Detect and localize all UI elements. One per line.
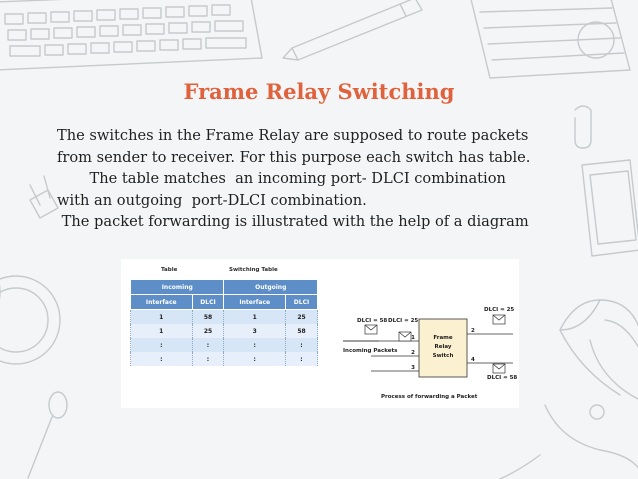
switch-label: Relay [435,344,452,350]
table-row: : : : : [130,352,318,366]
frame-relay-switch-box [418,318,468,378]
packet-envelope-icon [492,363,506,374]
table-cell: 1 [130,309,193,324]
table-cell: : [223,338,287,352]
forwarding-diagram: Frame Relay Switch 1 2 3 2 4 [343,307,517,400]
table-cell: 58 [191,309,225,324]
table-row: 1 25 3 58 [130,324,318,338]
body-line: The table matches an incoming port- DLCI… [57,170,506,187]
body-line: The packet forwarding is illustrated wit… [57,213,529,230]
column-header: Interface [130,294,193,310]
keyboard-icon [0,0,263,71]
switching-table-caption: Switching Table [229,267,278,273]
table-column-header-row: Interface DLCI Interface DLCI [130,294,318,310]
switch-label: Switch [433,353,454,359]
notebook-icon [470,0,631,79]
packet-envelope-icon [364,324,378,335]
dlci-label: DLCI = 58 [357,318,387,324]
spoon-icon [27,391,68,479]
coffee-cup-icon [0,275,61,365]
table-cell: 58 [285,324,318,338]
port-label: 2 [471,328,475,334]
body-line: from sender to receiver. For this purpos… [57,148,531,166]
dlci-label: DLCI = 58 [487,375,517,381]
table-cell: 25 [191,324,225,338]
table-cell: : [223,352,287,366]
table-cell: : [191,352,225,366]
switch-label: Frame [433,335,453,341]
phone-icon [581,159,638,257]
table-caption: Table [161,267,178,273]
earphones-icon [499,404,638,479]
table-cell: 25 [285,309,318,324]
column-header: DLCI [285,294,318,310]
column-header: DLCI [191,294,225,310]
table-cell: 1 [223,309,287,324]
body-line: The switches in the Frame Relay are supp… [57,127,529,144]
pen-icon [282,0,423,61]
paperclip-icon [574,105,592,149]
port-label: 2 [411,350,415,356]
table-cell: : [285,338,318,352]
dlci-label: DLCI = 25 [484,307,514,313]
diagram-caption: Process of forwarding a Packet [381,394,478,400]
table-cell: : [191,338,225,352]
switching-table: Incoming Outgoing Interface DLCI Interfa… [129,279,318,366]
slide-title: Frame Relay Switching [183,79,455,104]
table-row: : : : : [130,338,318,352]
plant-icon [559,299,638,400]
port-label: 3 [411,365,415,371]
body-line: with an outgoing port-DLCI combination. [57,191,367,209]
column-header: Interface [223,294,287,310]
incoming-packets-label: Incoming Packets [343,348,398,354]
table-cell: : [285,352,318,366]
table-cell: 1 [130,324,193,338]
packet-envelope-icon [492,314,506,325]
incoming-header: Incoming [129,279,225,295]
table-cell: 3 [223,324,287,338]
port-label: 1 [411,335,415,341]
dlci-label: DLCI = 25 [388,318,418,324]
binder-clip-icon [29,175,59,219]
packet-envelope-icon [398,331,412,342]
table-cell: : [130,352,193,366]
outgoing-header: Outgoing [223,279,318,295]
frame-relay-figure: Table Switching Table Incoming Outgoing … [121,259,519,408]
slide-body: The switches in the Frame Relay are supp… [57,125,577,233]
port-label: 4 [471,357,475,363]
table-row: 1 58 1 25 [130,309,318,324]
table-group-header-row: Incoming Outgoing [129,279,318,295]
table-cell: : [130,338,193,352]
